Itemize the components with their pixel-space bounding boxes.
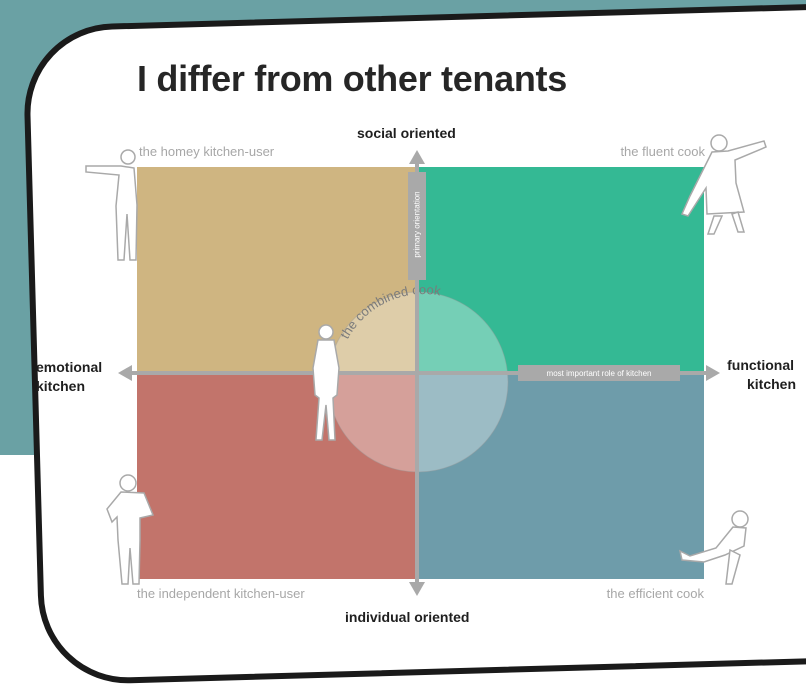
vertical-label-bar [408,172,426,280]
quadrant-label-independent: the independent kitchen-user [137,586,305,601]
person-kicking-icon [678,510,749,585]
person-hands-on-hips-icon [106,474,155,585]
person-dancing-icon [680,134,767,235]
page-title: I differ from other tenants [137,58,567,99]
axis-label-left-1: emotional [36,359,103,375]
person-pointing-icon [85,149,138,261]
quadrant-bottom-left [137,373,417,579]
diagram-overlay: the combined cook [85,134,767,596]
axis-label-right-2: kitchen [746,376,796,392]
quadrant-top-left [137,167,417,373]
left-arrowhead [118,365,132,381]
horizontal-label-bar [518,365,680,381]
bottom-arrowhead [409,582,425,596]
person-standing-icon [312,324,340,441]
axis-label-right-1: functional [727,357,794,373]
quadrant-label-fluent: the fluent cook [620,144,705,159]
quadrant-label-efficient: the efficient cook [606,586,704,601]
kitchen-role-label: most important role of kitchen [546,369,652,378]
right-arrowhead [706,365,720,381]
quadrant-bottom-right [417,373,704,579]
quadrant-label-homey: the homey kitchen-user [139,144,275,159]
top-arrowhead [409,150,425,164]
primary-orientation-label: primary orientation [412,191,422,258]
axis-label-top: social oriented [357,125,456,141]
axis-label-bottom: individual oriented [345,609,470,625]
axis-label-left-2: kitchen [36,378,86,394]
quadrant-top-right [417,167,704,373]
